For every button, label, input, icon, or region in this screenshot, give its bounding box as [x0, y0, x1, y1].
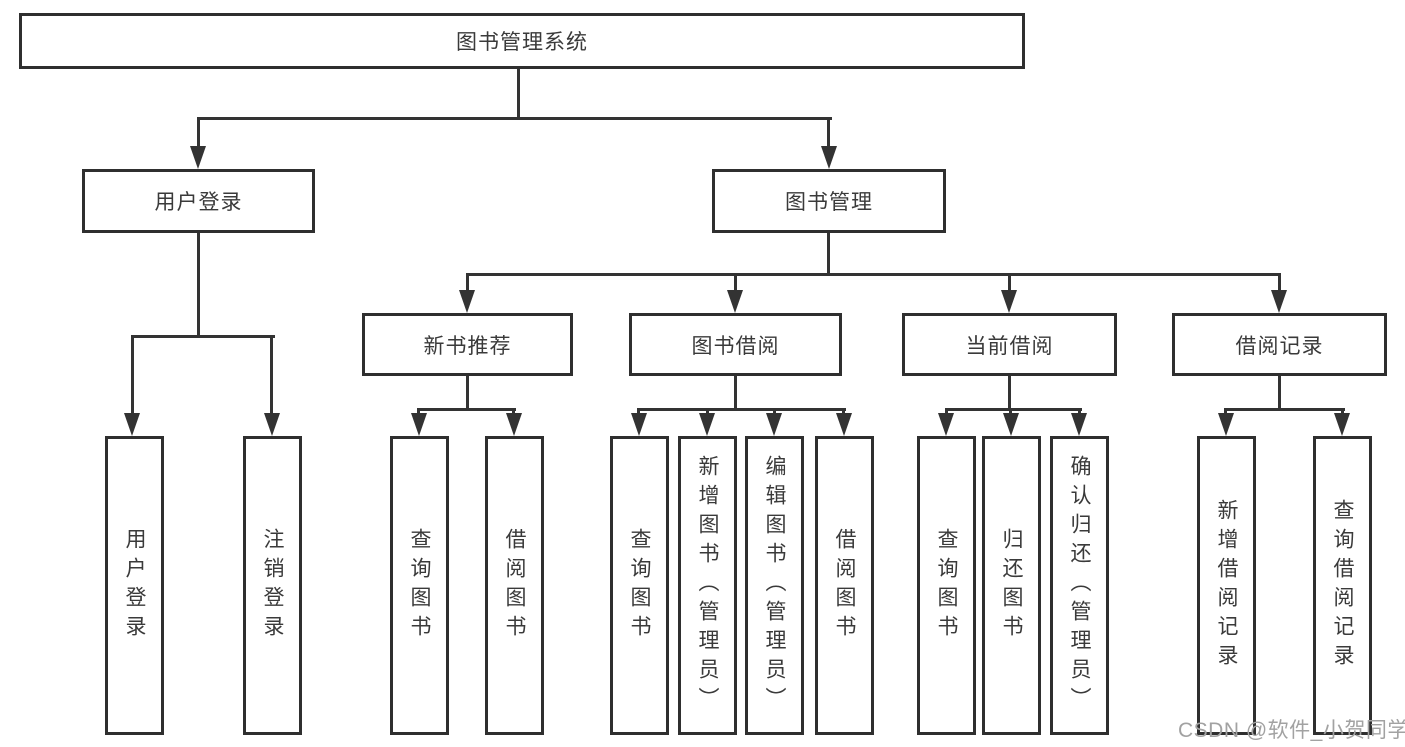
connector-root-stem: [517, 69, 520, 117]
node-book-borrowing-label: 图书借阅: [691, 334, 780, 358]
leaf-borrow-book-under-recommend: 借阅图书: [485, 436, 544, 735]
arrowhead-book-mgmt: [821, 146, 837, 169]
node-book-borrowing: 图书借阅: [629, 313, 842, 376]
leaf-query-borrow-record-label: 查询借阅记录: [1331, 498, 1354, 673]
arrowhead-current-borrow: [1001, 290, 1017, 313]
connector-stub: [417, 408, 420, 416]
leaf-query-book-under-recommend-label: 查询图书: [408, 527, 431, 644]
connector-stub: [945, 408, 948, 416]
leaf-edit-book-admin: 编辑图书（管理员）: [745, 436, 804, 735]
leaf-query-borrow-record: 查询借阅记录: [1313, 436, 1372, 735]
arrowhead-leaf-query-book-2: [631, 413, 647, 436]
connector-stub: [1224, 408, 1227, 416]
connector-borrow-records-stem: [1278, 376, 1281, 410]
arrowhead-user-login: [190, 146, 206, 169]
arrowhead-leaf-return-book: [1003, 413, 1019, 436]
arrowhead-leaf-query-book-3: [938, 413, 954, 436]
leaf-logout-label: 注销登录: [261, 527, 284, 644]
connector-stub: [512, 408, 515, 416]
node-user-login: 用户登录: [82, 169, 315, 233]
leaf-query-book-under-borrowing-label: 查询图书: [628, 527, 651, 644]
connector-to-borrow-records: [1278, 273, 1281, 293]
connector-new-book-split: [417, 408, 516, 411]
connector-book-borrow-stem: [734, 376, 737, 410]
leaf-return-book: 归还图书: [982, 436, 1041, 735]
node-current-borrowing-label: 当前借阅: [965, 334, 1054, 358]
arrowhead-leaf-logout: [264, 413, 280, 436]
connector-to-leaf-user-login: [131, 335, 134, 415]
arrowhead-leaf-confirm-return: [1071, 413, 1087, 436]
leaf-query-book-under-current: 查询图书: [917, 436, 976, 735]
connector-user-login-split: [131, 335, 275, 338]
arrowhead-leaf-borrow-book-2: [836, 413, 852, 436]
arrowhead-leaf-query-record: [1334, 413, 1350, 436]
leaf-query-book-under-borrowing: 查询图书: [610, 436, 669, 735]
connector-to-current-borrow: [1008, 273, 1011, 293]
node-borrow-records: 借阅记录: [1172, 313, 1387, 376]
connector-current-borrow-split: [945, 408, 1082, 411]
leaf-query-book-under-current-label: 查询图书: [935, 527, 958, 644]
connector-root-to-user-login: [197, 117, 200, 147]
connector-root-split: [197, 117, 832, 120]
arrowhead-leaf-edit-book: [766, 413, 782, 436]
leaf-add-borrow-record: 新增借阅记录: [1197, 436, 1256, 735]
connector-stub: [1341, 408, 1344, 416]
node-book-management: 图书管理: [712, 169, 946, 233]
leaf-user-login-label: 用户登录: [123, 527, 146, 644]
leaf-confirm-return-admin: 确认归还（管理员）: [1050, 436, 1109, 735]
connector-borrow-records-split: [1224, 408, 1345, 411]
leaf-borrow-book-under-recommend-label: 借阅图书: [503, 527, 526, 644]
connector-book-mgmt-stem: [827, 233, 830, 275]
arrowhead-new-book: [459, 290, 475, 313]
arrowhead-book-borrow: [727, 290, 743, 313]
leaf-query-book-under-recommend: 查询图书: [390, 436, 449, 735]
leaf-add-book-admin-label: 新增图书（管理员）: [696, 455, 719, 716]
node-new-book-recommend: 新书推荐: [362, 313, 573, 376]
connector-book-borrow-split: [637, 408, 846, 411]
leaf-return-book-label: 归还图书: [1000, 527, 1023, 644]
connector-to-leaf-logout: [270, 335, 273, 415]
connector-book-mgmt-split: [466, 273, 1281, 276]
connector-stub: [1078, 408, 1081, 416]
node-library-management-system-label: 图书管理系统: [456, 31, 588, 54]
connector-to-new-book: [466, 273, 469, 293]
leaf-borrow-book-under-borrowing: 借阅图书: [815, 436, 874, 735]
node-current-borrowing: 当前借阅: [902, 313, 1117, 376]
leaf-logout: 注销登录: [243, 436, 302, 735]
connector-user-login-stem: [197, 233, 200, 337]
node-book-management-label: 图书管理: [785, 191, 873, 214]
leaf-user-login: 用户登录: [105, 436, 164, 735]
connector-stub: [637, 408, 640, 416]
arrowhead-leaf-query-book-1: [411, 413, 427, 436]
leaf-edit-book-admin-label: 编辑图书（管理员）: [763, 455, 786, 716]
leaf-add-borrow-record-label: 新增借阅记录: [1215, 498, 1238, 673]
connector-current-borrow-stem: [1008, 376, 1011, 410]
node-library-management-system: 图书管理系统: [19, 13, 1025, 69]
node-borrow-records-label: 借阅记录: [1235, 334, 1324, 358]
arrowhead-leaf-add-record: [1218, 413, 1234, 436]
leaf-confirm-return-admin-label: 确认归还（管理员）: [1068, 455, 1091, 716]
leaf-add-book-admin: 新增图书（管理员）: [678, 436, 737, 735]
arrowhead-leaf-borrow-book-1: [506, 413, 522, 436]
connector-root-to-book-mgmt: [827, 117, 830, 147]
arrowhead-leaf-user-login: [124, 413, 140, 436]
connector-new-book-stem: [466, 376, 469, 410]
node-new-book-recommend-label: 新书推荐: [423, 334, 512, 358]
connector-stub: [773, 408, 776, 416]
node-user-login-label: 用户登录: [154, 191, 243, 214]
connector-stub: [706, 408, 709, 416]
csdn-watermark: CSDN @软件_小贺同学: [1178, 719, 1405, 742]
connector-stub: [842, 408, 845, 416]
arrowhead-leaf-add-book: [699, 413, 715, 436]
arrowhead-borrow-records: [1271, 290, 1287, 313]
connector-stub: [1009, 408, 1012, 416]
connector-to-book-borrow: [734, 273, 737, 293]
leaf-borrow-book-under-borrowing-label: 借阅图书: [833, 527, 856, 644]
